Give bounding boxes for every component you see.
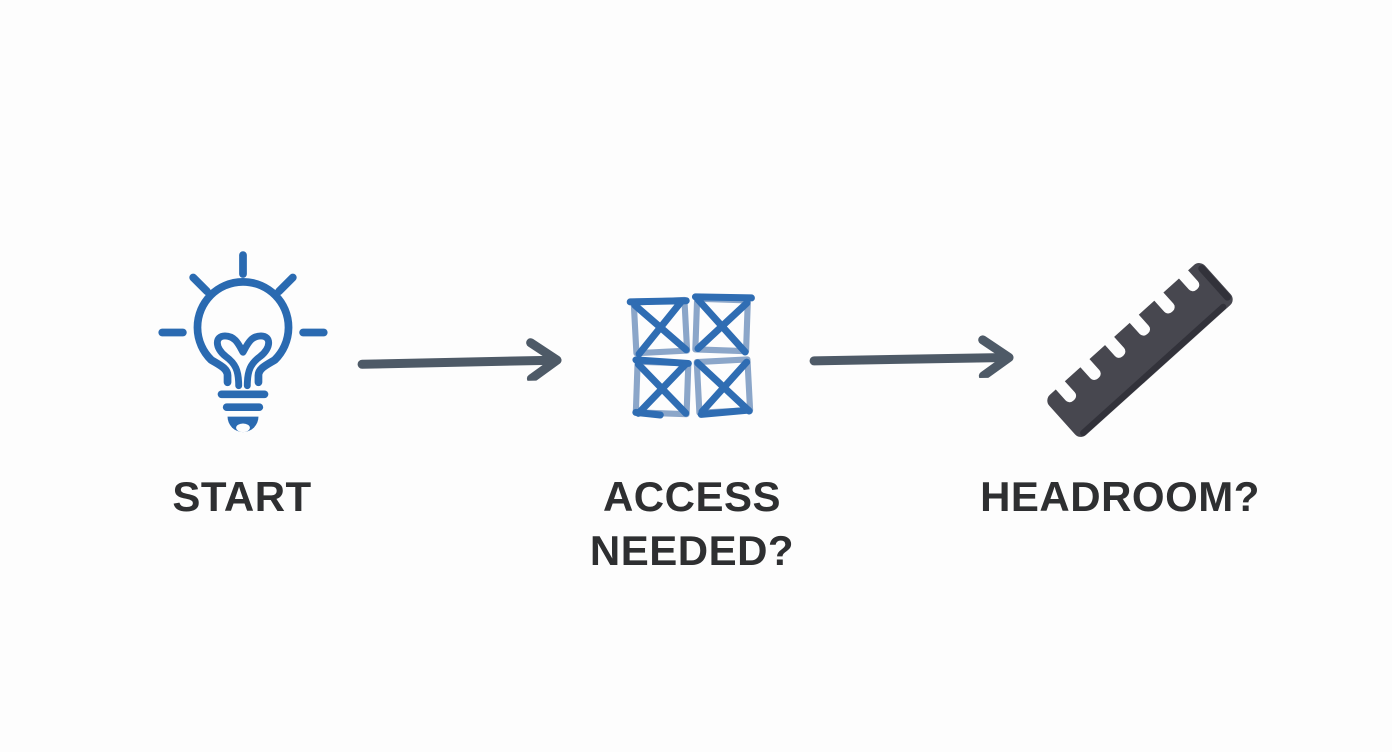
step-label-headroom: HEADROOM? <box>980 473 1260 520</box>
lattice-grid-icon <box>621 289 761 422</box>
ruler-icon <box>1044 254 1236 446</box>
arrow-right-icon <box>357 334 582 385</box>
arrow-right-icon <box>809 331 1034 381</box>
lightbulb-icon <box>157 250 329 451</box>
step-label-access-needed: ACCESS NEEDED? <box>589 473 795 574</box>
step-label-start: START <box>172 473 312 520</box>
